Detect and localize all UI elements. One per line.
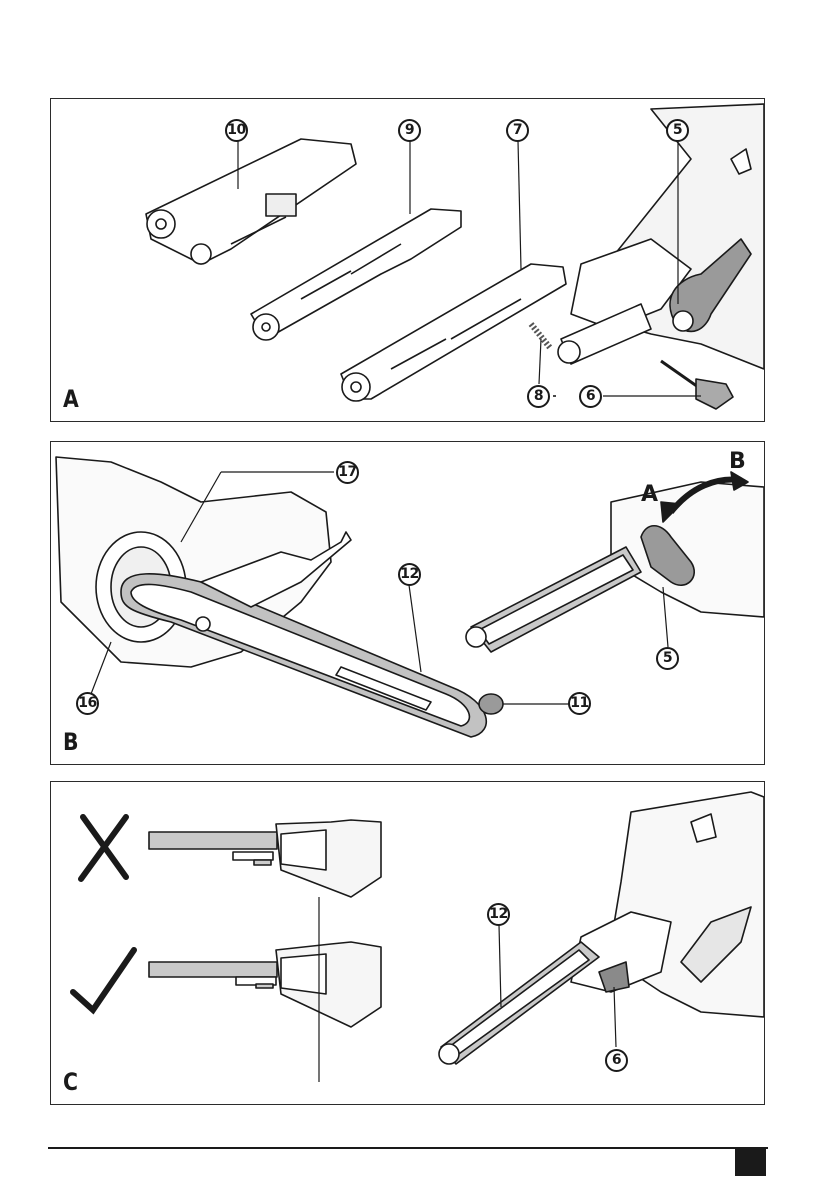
callout-5: 5 xyxy=(656,647,679,670)
figure-letter: B xyxy=(63,728,79,756)
figure-c-panel: 12 6 C xyxy=(50,781,765,1105)
callout-5: 5 xyxy=(666,119,689,142)
correct-check-icon xyxy=(73,950,134,1010)
arm-components-illustration xyxy=(51,99,764,421)
arm-alignment-illustration xyxy=(51,782,764,1104)
figure-letter: A xyxy=(63,385,79,413)
callout-12: 12 xyxy=(487,903,510,926)
page-tab-marker xyxy=(735,1149,766,1176)
footer-rule xyxy=(48,1147,768,1149)
callout-16: 16 xyxy=(76,692,99,715)
direction-label-b: B xyxy=(729,449,746,474)
direction-label-a: A xyxy=(641,482,658,507)
figure-a-panel: 10 9 7 5 8 6 A xyxy=(50,98,765,422)
callout-8: 8 xyxy=(527,385,550,408)
figure-letter: C xyxy=(63,1068,78,1096)
callout-17: 17 xyxy=(336,461,359,484)
callout-7: 7 xyxy=(506,119,529,142)
callout-6: 6 xyxy=(605,1049,628,1072)
callout-9: 9 xyxy=(398,119,421,142)
wrong-cross-icon xyxy=(81,817,126,879)
callout-6: 6 xyxy=(579,385,602,408)
callout-11: 11 xyxy=(568,692,591,715)
callout-12: 12 xyxy=(398,563,421,586)
callout-10: 10 xyxy=(225,119,248,142)
figure-b-panel: 17 12 16 11 5 A B B xyxy=(50,441,765,765)
